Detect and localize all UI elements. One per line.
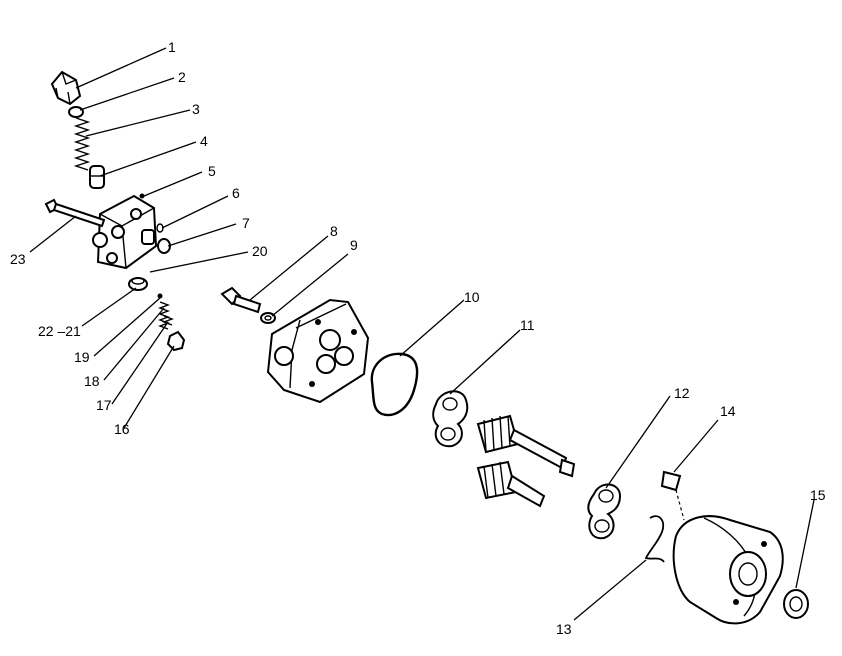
spring-part-17 <box>162 315 174 326</box>
bolt-part-23 <box>44 198 106 228</box>
poppet-part-4 <box>89 165 105 189</box>
callout-12: 12 <box>674 385 690 401</box>
dowel-pin-part-14 <box>660 470 685 521</box>
rear-body <box>672 515 784 625</box>
callout-16: 16 <box>114 421 130 437</box>
plug-part-1 <box>50 70 82 106</box>
callout-20: 20 <box>252 243 268 259</box>
callout-3: 3 <box>192 101 200 117</box>
drive-gear-shaft <box>476 414 576 478</box>
callout-4: 4 <box>200 133 208 149</box>
seal-part-13 <box>644 515 665 563</box>
callout-9: 9 <box>350 237 358 253</box>
callout-18: 18 <box>84 373 100 389</box>
washer-part-2 <box>68 106 84 118</box>
callout-23: 23 <box>10 251 26 267</box>
callout-labels: 1 2 3 4 5 6 7 20 23 22 –21 19 18 17 16 8… <box>10 39 826 637</box>
front-cover <box>266 298 370 404</box>
plug-part-16 <box>166 330 186 352</box>
callout-6: 6 <box>232 185 240 201</box>
seal-ring-part-10 <box>370 352 419 417</box>
valve-body <box>92 194 158 270</box>
callout-22-21: 22 –21 <box>38 323 81 339</box>
shaft-seal-part-15 <box>783 589 809 619</box>
wear-plate-part-11 <box>432 390 469 448</box>
callout-5: 5 <box>208 163 216 179</box>
spring-part-18 <box>158 301 170 330</box>
spring-part-3 <box>73 117 91 171</box>
callout-14: 14 <box>720 403 736 419</box>
leader-lines <box>29 47 815 621</box>
bolt-part-8 <box>220 286 262 314</box>
wear-plate-part-12 <box>587 483 622 540</box>
callout-19: 19 <box>74 349 90 365</box>
callout-11: 11 <box>520 317 535 333</box>
callout-1: 1 <box>168 39 176 55</box>
washer-part-9 <box>260 312 276 324</box>
callout-7: 7 <box>242 215 250 231</box>
driven-gear <box>476 460 546 508</box>
ball-part-5 <box>139 193 145 199</box>
callout-17: 17 <box>96 397 112 413</box>
ball-part-19 <box>157 293 163 299</box>
callout-15: 15 <box>810 487 826 503</box>
callout-8: 8 <box>330 223 338 239</box>
callout-2: 2 <box>178 69 186 85</box>
plug-part-21-22 <box>128 277 148 291</box>
callout-13: 13 <box>556 621 572 637</box>
callout-10: 10 <box>464 289 480 305</box>
